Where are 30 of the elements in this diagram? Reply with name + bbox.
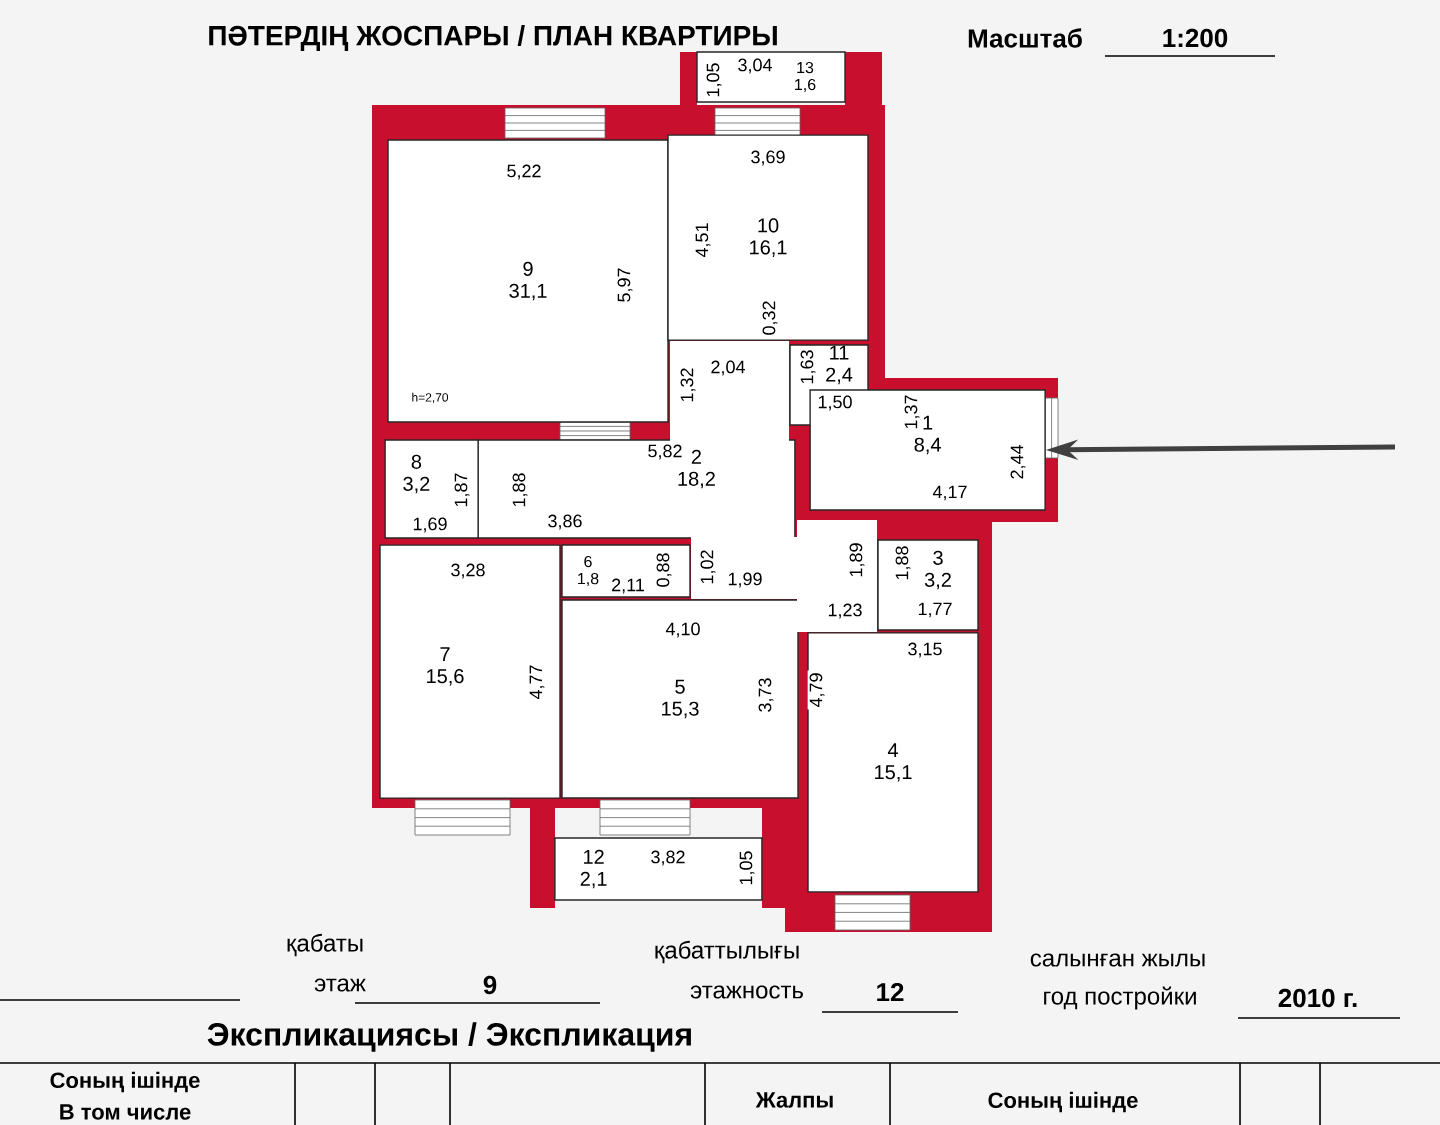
- room-label: 4 15,1: [875, 743, 912, 782]
- room-label: 5 15,3: [662, 679, 699, 719]
- field-value: 2010 г.: [1278, 988, 1357, 1008]
- field-value: 9: [483, 975, 497, 995]
- room-label: 8 3,2: [403, 454, 430, 494]
- room-label: 13 1,6: [795, 61, 816, 93]
- field-value: 12: [877, 982, 904, 1002]
- room-label: 6 1,8: [578, 555, 599, 587]
- room-label: 3 3,2: [924, 550, 951, 590]
- room-label: 10 16,1: [750, 218, 787, 257]
- room-box: [387, 139, 669, 423]
- table-header: Соның ішінде: [50, 1071, 200, 1093]
- table-header: Жалпы: [755, 1092, 833, 1108]
- room-label: 11 2,4: [826, 345, 853, 385]
- table-header: Соның ішінде: [988, 1091, 1138, 1113]
- field-label: қабаттылығы: [655, 940, 799, 964]
- field-label: қабаты: [287, 933, 363, 957]
- height-label: h=2,70: [412, 392, 449, 404]
- section-heading: Экспликациясы / Экспликация: [207, 1022, 691, 1052]
- scale-label: Масштаб: [968, 28, 1082, 48]
- table-header: В том числе: [60, 1104, 191, 1120]
- scale-value: 1:200: [1163, 28, 1228, 48]
- field-label: этаж: [314, 978, 366, 992]
- plan-title: ПӘТЕРДІҢ ЖОСПАРЫ / ПЛАН КВАРТИРЫ: [209, 25, 777, 51]
- room-label: 9 31,1: [509, 261, 547, 301]
- field-label: этажность: [690, 985, 803, 999]
- room-label: 7 15,6: [427, 647, 464, 686]
- field-label: салынған жылы: [1030, 953, 1205, 967]
- field-label: год постройки: [1044, 986, 1196, 1010]
- room-label: 12 2,1: [580, 849, 607, 889]
